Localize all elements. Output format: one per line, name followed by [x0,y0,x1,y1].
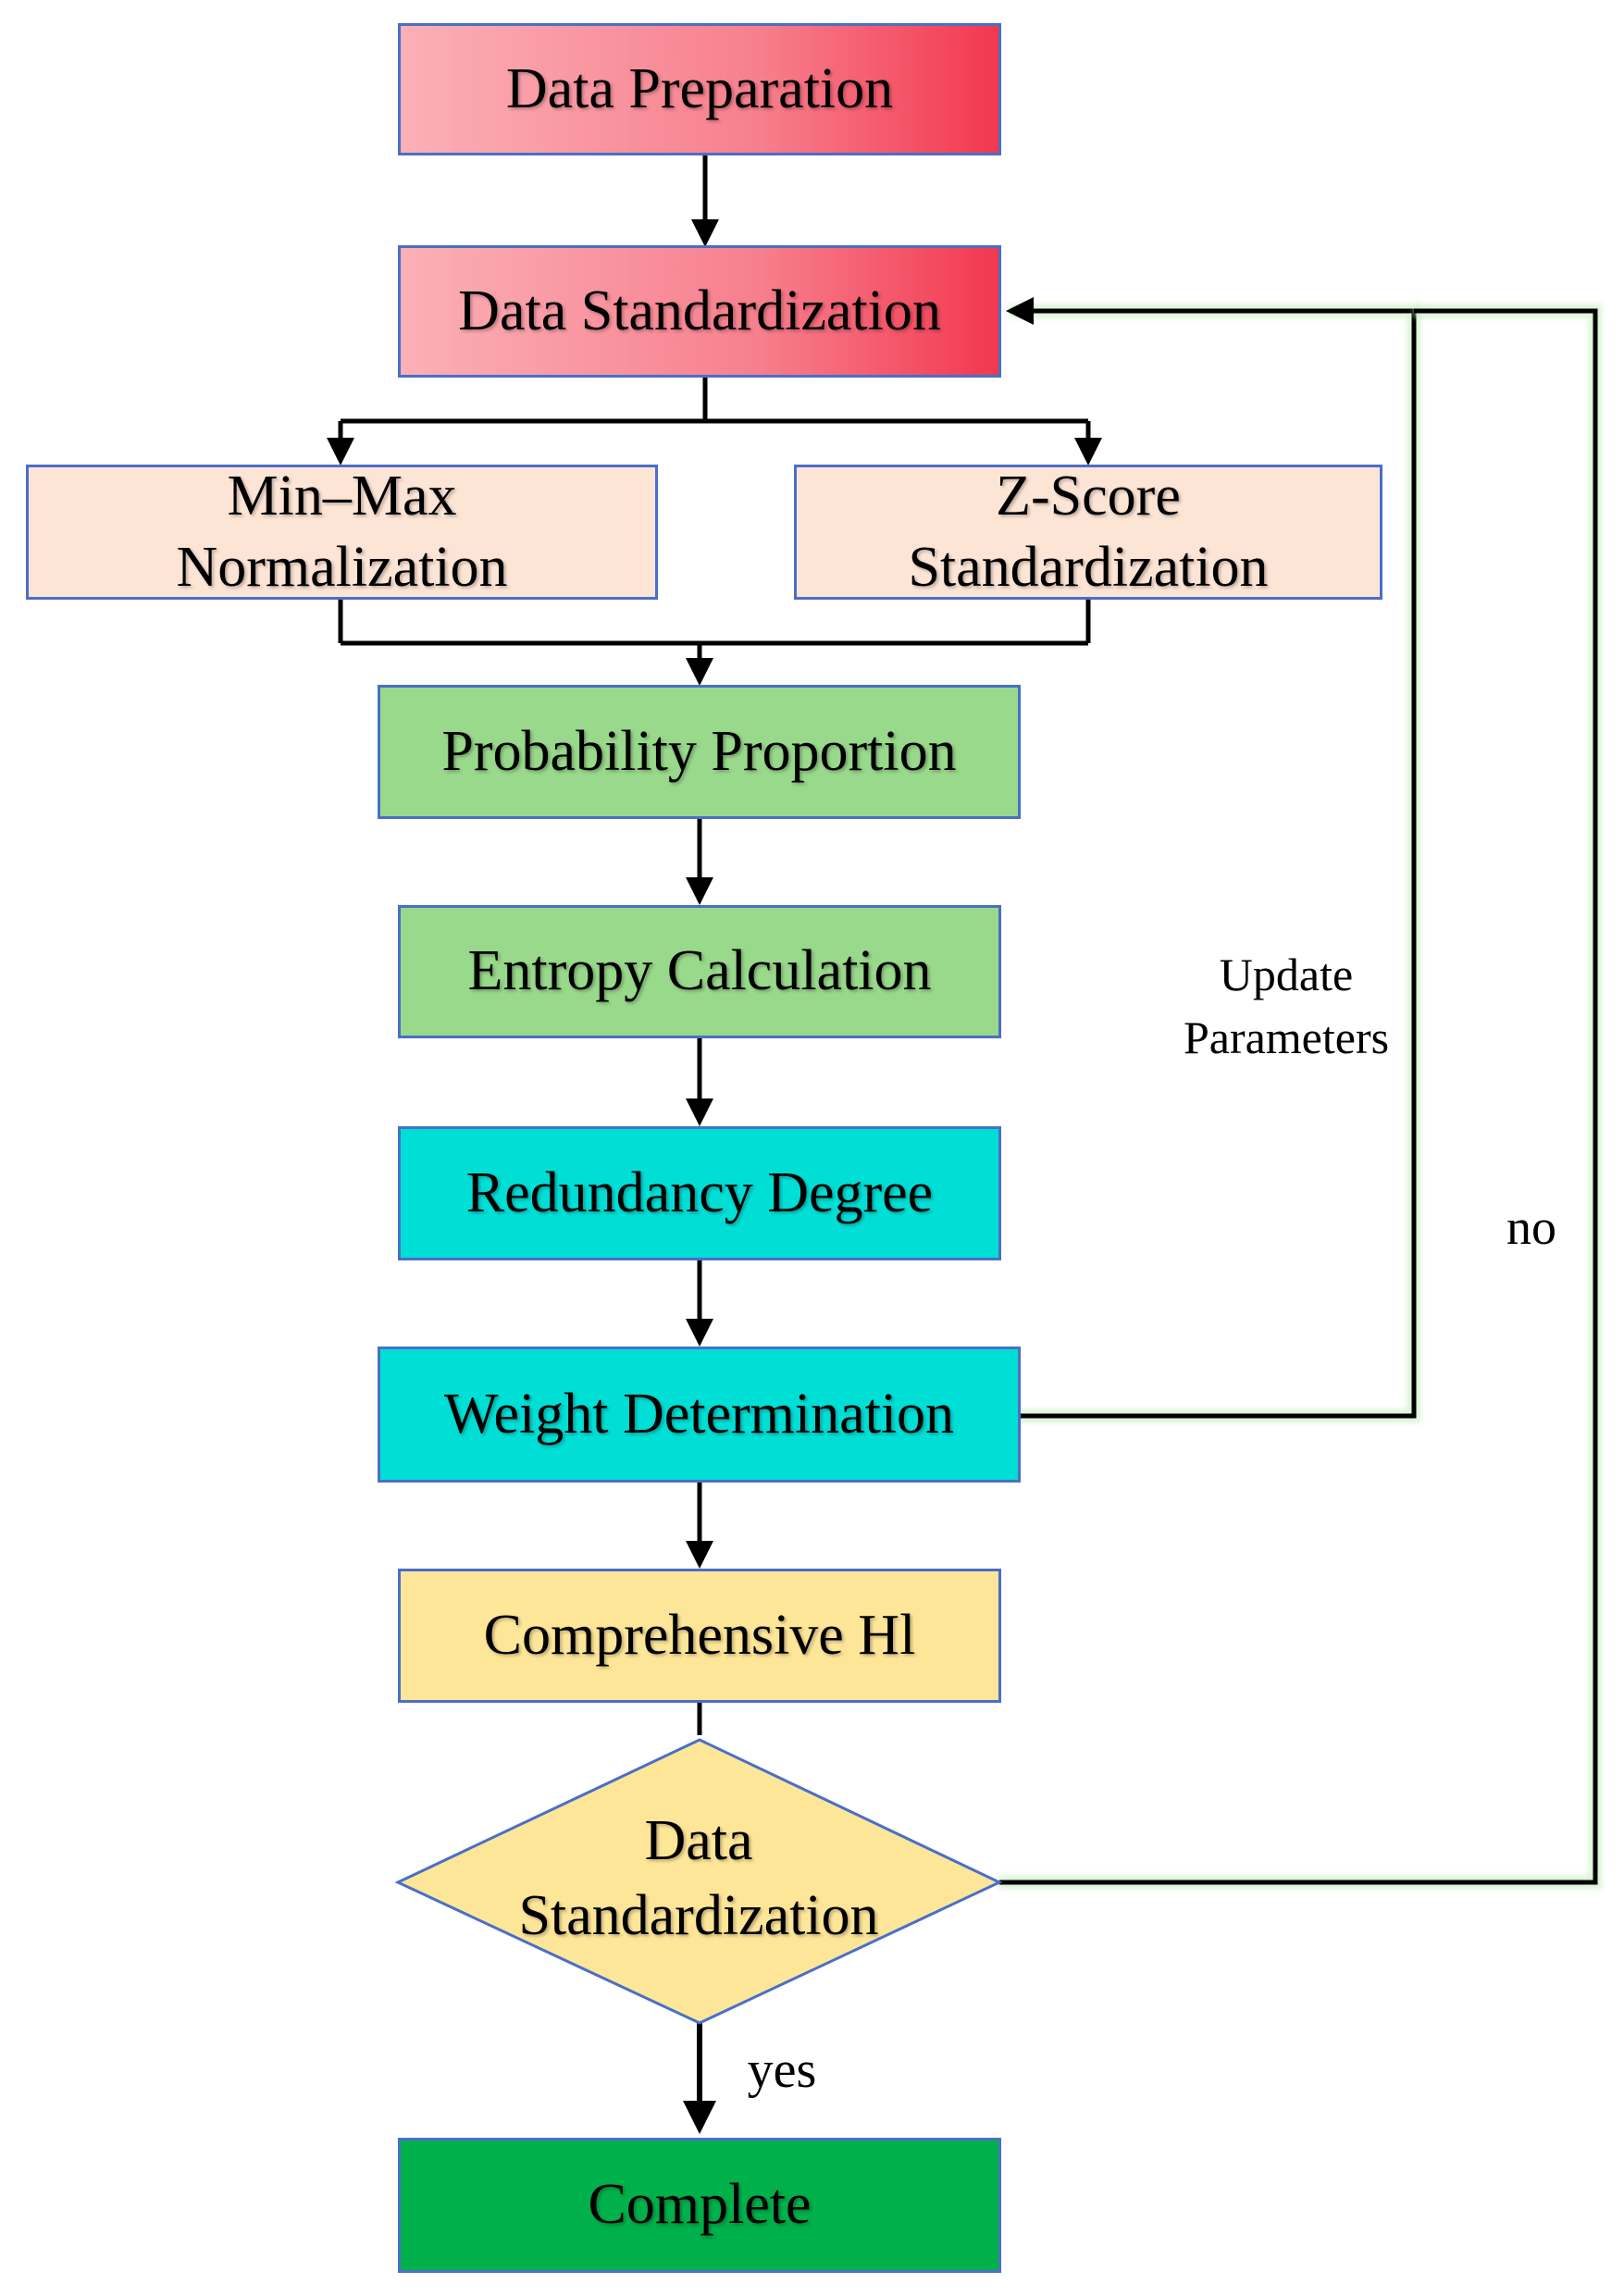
node-min-max-line1: Min–Max [227,464,457,527]
node-entropy-calculation: Entropy Calculation [398,905,1001,1038]
node-comprehensive-hi-label: Comprehensive Hl [483,1603,916,1667]
node-complete: Complete [398,2138,1001,2273]
node-redundancy-degree: Redundancy Degree [398,1126,1001,1260]
node-comprehensive-hi: Comprehensive Hl [398,1569,1001,1703]
node-decision-line1: Data [644,1809,753,1873]
edge-label-update-line1: Update [1219,949,1354,1000]
node-entropy-calculation-label: Entropy Calculation [467,939,932,1003]
edge-label-yes: yes [726,2041,837,2100]
node-decision-line2: Standardization [518,1884,879,1947]
node-z-score-line1: Z-Score [996,464,1181,527]
edge-label-update-line2: Parameters [1183,1011,1390,1063]
edge-label-no: no [1490,1198,1573,1256]
node-probability-proportion-label: Probability Proportion [441,719,957,783]
node-z-score-standardization: Z-Score Standardization [794,465,1382,600]
node-data-standardization: Data Standardization [398,245,1001,378]
node-probability-proportion: Probability Proportion [378,685,1021,819]
node-complete-label: Complete [588,2173,812,2237]
node-redundancy-degree-label: Redundancy Degree [465,1160,934,1224]
node-min-max-line2: Normalization [176,536,508,599]
edge-label-update-parameters: Update Parameters [1157,944,1416,1069]
node-weight-determination: Weight Determination [378,1347,1021,1483]
node-decision-text: Data Standardization [398,1731,999,2027]
node-data-preparation-label: Data Preparation [505,56,894,120]
node-weight-determination-label: Weight Determination [443,1382,955,1446]
node-z-score-line2: Standardization [908,536,1269,599]
node-min-max-normalization: Min–Max Normalization [26,465,658,600]
edge-label-no-text: no [1506,1199,1556,1255]
node-data-preparation: Data Preparation [398,23,1001,155]
edge-label-yes-text: yes [747,2042,817,2099]
node-data-standardization-label: Data Standardization [458,279,941,342]
